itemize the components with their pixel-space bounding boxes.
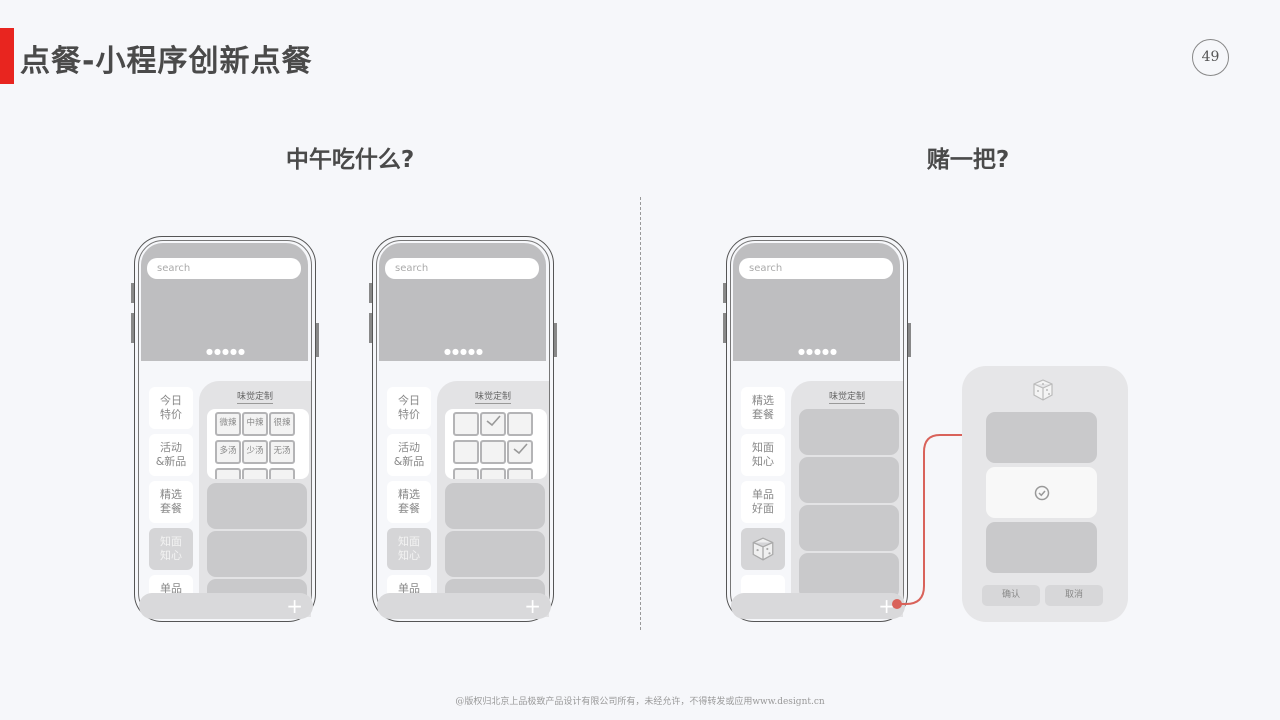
phone-mockup-3: search ●●●●● 精选 套餐知面 知心单品 好面 味觉定制 + — [723, 236, 911, 622]
food-card[interactable] — [799, 505, 899, 551]
menu-item[interactable]: 精选 套餐 — [741, 387, 785, 429]
section-title-left: 中午吃什么? — [285, 147, 415, 173]
add-icon[interactable]: + — [286, 594, 303, 618]
option-cell[interactable]: 少汤 — [242, 440, 268, 464]
menu-item[interactable]: 知面 知心 — [149, 528, 193, 570]
option-cell[interactable] — [453, 468, 479, 479]
dice-icon[interactable] — [1031, 378, 1055, 402]
option-cell[interactable]: 多汤 — [215, 440, 241, 464]
option-cell[interactable] — [480, 468, 506, 479]
option-cell[interactable] — [480, 412, 506, 436]
food-card[interactable] — [799, 409, 899, 455]
food-card[interactable] — [445, 483, 545, 529]
section-title-right: 赌一把? — [926, 147, 1010, 173]
option-cell[interactable] — [507, 468, 533, 479]
phone-mockup-1: search●●●●●今日 特价活动 &新品精选 套餐知面 知心单品味觉定制微辣… — [131, 236, 319, 622]
customize-panel: 味觉定制 — [437, 381, 549, 617]
menu-item[interactable]: 精选 套餐 — [149, 481, 193, 523]
menu-item[interactable]: 单品 好面 — [741, 481, 785, 523]
menu-item[interactable]: 知面 知心 — [741, 434, 785, 476]
add-icon[interactable]: + — [524, 594, 541, 618]
confirm-button[interactable]: 确认 — [982, 585, 1040, 606]
check-icon — [513, 443, 528, 455]
option-grid — [445, 409, 547, 479]
menu-item[interactable]: 活动 &新品 — [387, 434, 431, 476]
option-cell[interactable] — [480, 440, 506, 464]
bottom-bar: + — [139, 593, 313, 619]
search-input[interactable]: search — [385, 258, 539, 279]
carousel-dots[interactable]: ●●●●● — [206, 347, 246, 356]
dice-icon — [752, 537, 774, 561]
food-card[interactable] — [799, 457, 899, 503]
option-card[interactable] — [986, 522, 1097, 573]
phone-mockup-2: search●●●●●今日 特价活动 &新品精选 套餐知面 知心单品味觉定制+ — [369, 236, 557, 622]
customize-panel: 味觉定制 — [791, 381, 903, 617]
accent-bar — [0, 28, 14, 84]
bottom-bar: + — [731, 593, 905, 619]
check-circle-icon — [1034, 485, 1050, 501]
menu-item[interactable]: 精选 套餐 — [387, 481, 431, 523]
panel-title: 味觉定制 — [828, 392, 865, 404]
bottom-bar: + — [377, 593, 551, 619]
option-cell[interactable] — [269, 468, 295, 479]
option-cell[interactable] — [453, 412, 479, 436]
page-title: 点餐-小程序创新点餐 — [20, 44, 313, 79]
cancel-button[interactable]: 取消 — [1045, 585, 1103, 606]
panel-title: 味觉定制 — [474, 392, 511, 404]
food-card[interactable] — [207, 531, 307, 577]
carousel-dots[interactable]: ●●●●● — [444, 347, 484, 356]
food-card[interactable] — [445, 531, 545, 577]
search-input[interactable]: search — [739, 258, 893, 279]
food-card[interactable] — [799, 553, 899, 599]
random-pick-popup: 确认 取消 — [962, 366, 1128, 622]
option-cell[interactable] — [242, 468, 268, 479]
menu-item[interactable]: 知面 知心 — [387, 528, 431, 570]
panel-title: 味觉定制 — [236, 392, 273, 404]
option-card-selected[interactable] — [986, 467, 1097, 518]
connector-dot — [892, 599, 902, 609]
option-cell[interactable] — [507, 440, 533, 464]
option-card[interactable] — [986, 412, 1097, 463]
option-cell[interactable]: 微辣 — [215, 412, 241, 436]
food-card[interactable] — [207, 483, 307, 529]
option-cell[interactable] — [453, 440, 479, 464]
option-cell[interactable]: 中辣 — [242, 412, 268, 436]
search-input[interactable]: search — [147, 258, 301, 279]
copyright-footer: @版权归北京上品极致产品设计有限公司所有，未经允许，不得转发或应用www.des… — [455, 697, 825, 707]
option-cell[interactable]: 很辣 — [269, 412, 295, 436]
menu-item[interactable]: 活动 &新品 — [149, 434, 193, 476]
add-icon[interactable]: + — [878, 594, 895, 618]
option-cell[interactable] — [215, 468, 241, 479]
page-number: 49 — [1192, 39, 1229, 76]
carousel-dots[interactable]: ●●●●● — [798, 347, 838, 356]
menu-item[interactable]: 今日 特价 — [387, 387, 431, 429]
menu-item[interactable]: 今日 特价 — [149, 387, 193, 429]
option-cell[interactable]: 无汤 — [269, 440, 295, 464]
dice-menu-item[interactable] — [741, 528, 785, 570]
option-cell[interactable] — [507, 412, 533, 436]
divider — [640, 197, 641, 630]
check-icon — [486, 415, 501, 427]
option-grid: 微辣中辣很辣多汤少汤无汤 — [207, 409, 309, 479]
